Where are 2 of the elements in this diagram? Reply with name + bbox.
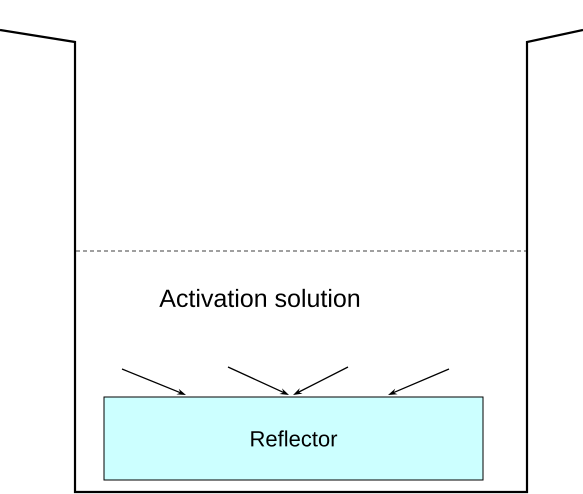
reflector-box: Reflector <box>104 396 484 480</box>
solution-label: Activation solution <box>159 288 360 308</box>
